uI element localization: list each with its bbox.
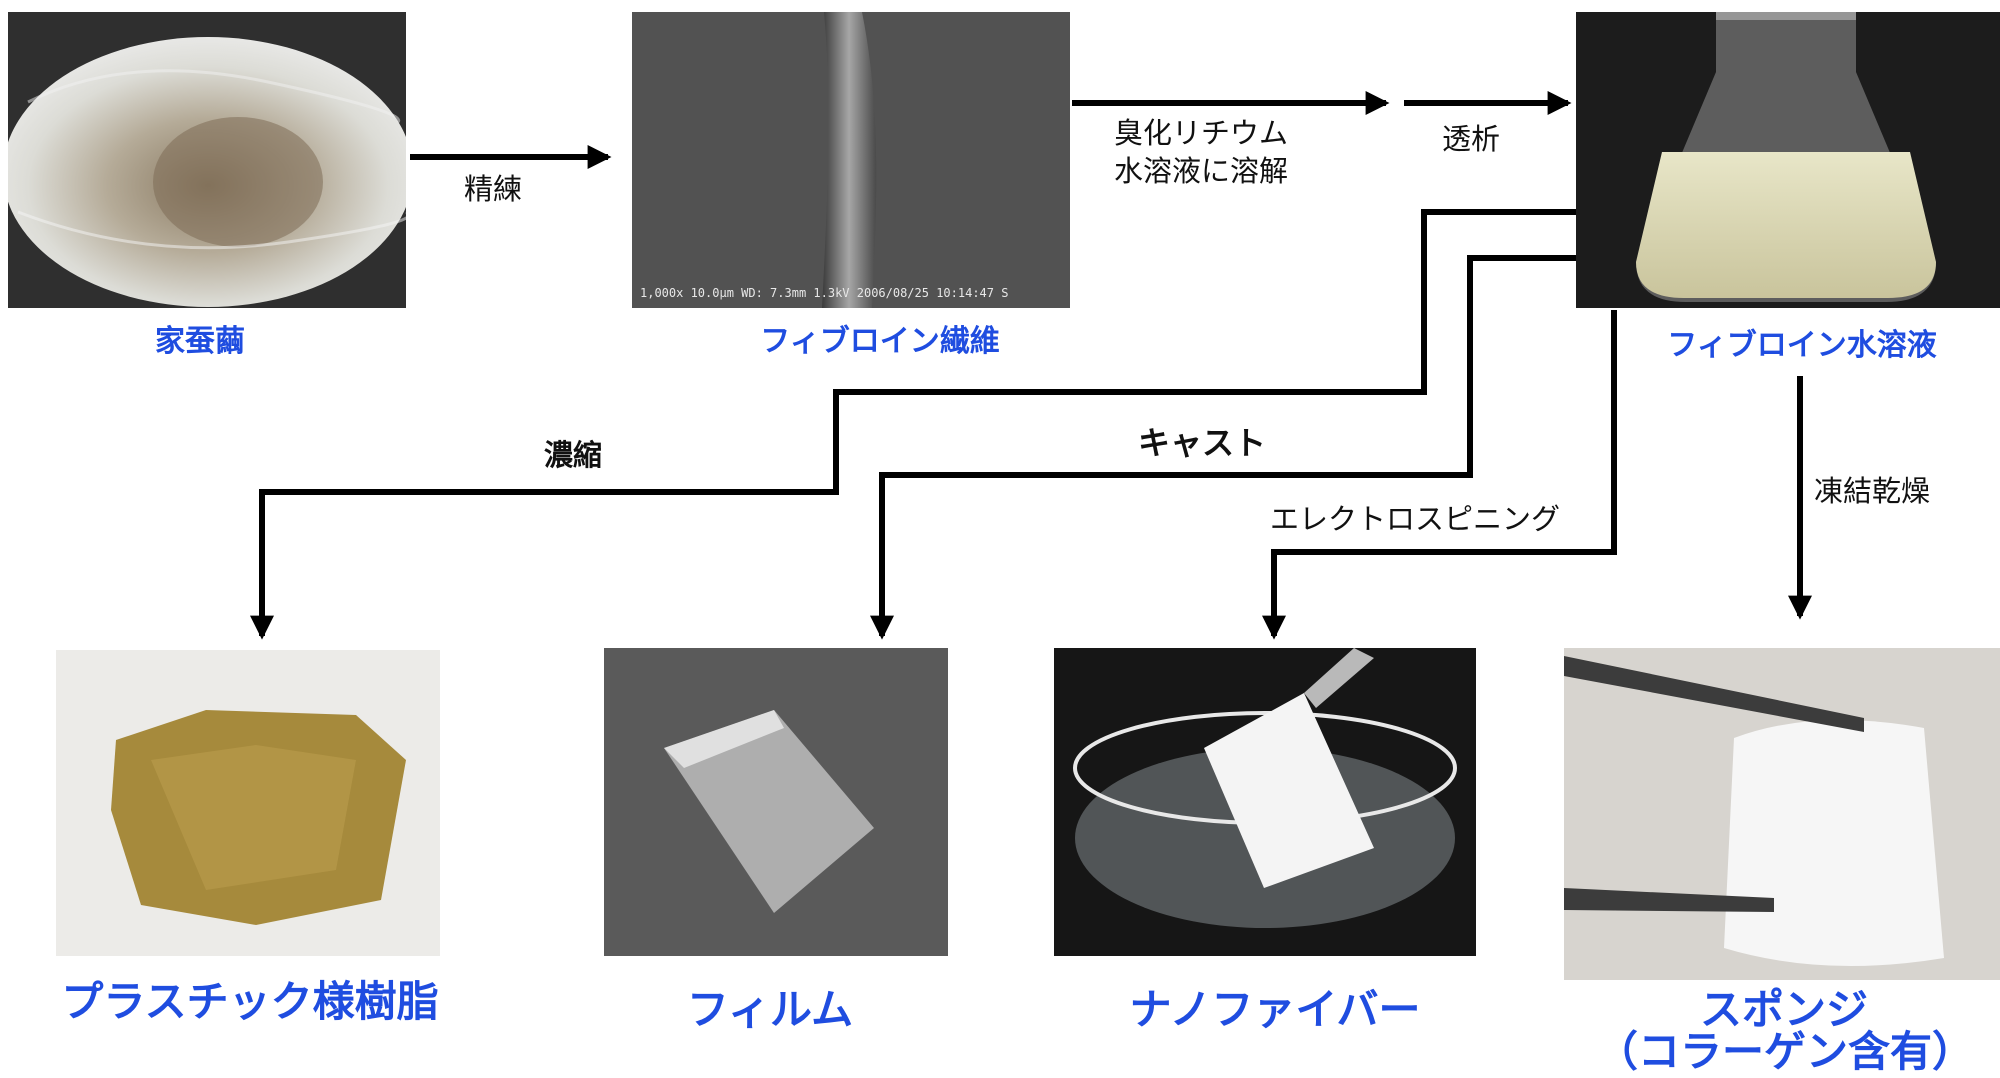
nanofiber-photo xyxy=(1054,648,1476,956)
step-dissolve-line2: 水溶液に溶解 xyxy=(1114,154,1289,188)
arrow-electrospinning xyxy=(1262,310,1617,640)
step-dialysis: 透析 xyxy=(1442,122,1501,156)
caption-cocoon: 家蚕繭 xyxy=(155,324,245,359)
step-electrospinning: エレクトロスピニング xyxy=(1270,502,1561,536)
sponge-photo xyxy=(1564,648,2000,980)
caption-fibroin-fiber: フィブロイン繊維 xyxy=(760,324,1000,359)
step-concentration: 濃縮 xyxy=(544,438,603,472)
cocoon-photo xyxy=(8,12,406,308)
fibroin-fiber-sem-photo: 1,000x 10.0μm WD: 7.3mm 1.3kV 2006/08/25… xyxy=(632,12,1070,308)
arrow-concentration xyxy=(250,209,1576,640)
step-cast: キャスト xyxy=(1138,424,1267,462)
step-dissolve-line1: 臭化リチウム xyxy=(1114,116,1289,150)
step-degumming: 精練 xyxy=(464,172,523,206)
arrow-cast xyxy=(870,255,1576,640)
sem-scale-text: 1,000x 10.0μm WD: 7.3mm 1.3kV 2006/08/25… xyxy=(640,286,1009,300)
caption-film: フィルム xyxy=(686,985,854,1034)
caption-sponge-line2: （コラーゲン含有） xyxy=(1595,1027,1974,1076)
plastic-resin-photo xyxy=(56,650,440,956)
caption-sponge-line1: スポンジ xyxy=(1699,985,1868,1034)
caption-nanofiber: ナノファイバー xyxy=(1129,985,1421,1034)
fibroin-solution-photo xyxy=(1576,12,2000,308)
caption-plastic-resin: プラスチック様樹脂 xyxy=(61,977,439,1026)
caption-fibroin-solution: フィブロイン水溶液 xyxy=(1667,328,1937,363)
step-freeze-drying: 凍結乾燥 xyxy=(1814,474,1931,508)
film-photo xyxy=(604,648,948,956)
